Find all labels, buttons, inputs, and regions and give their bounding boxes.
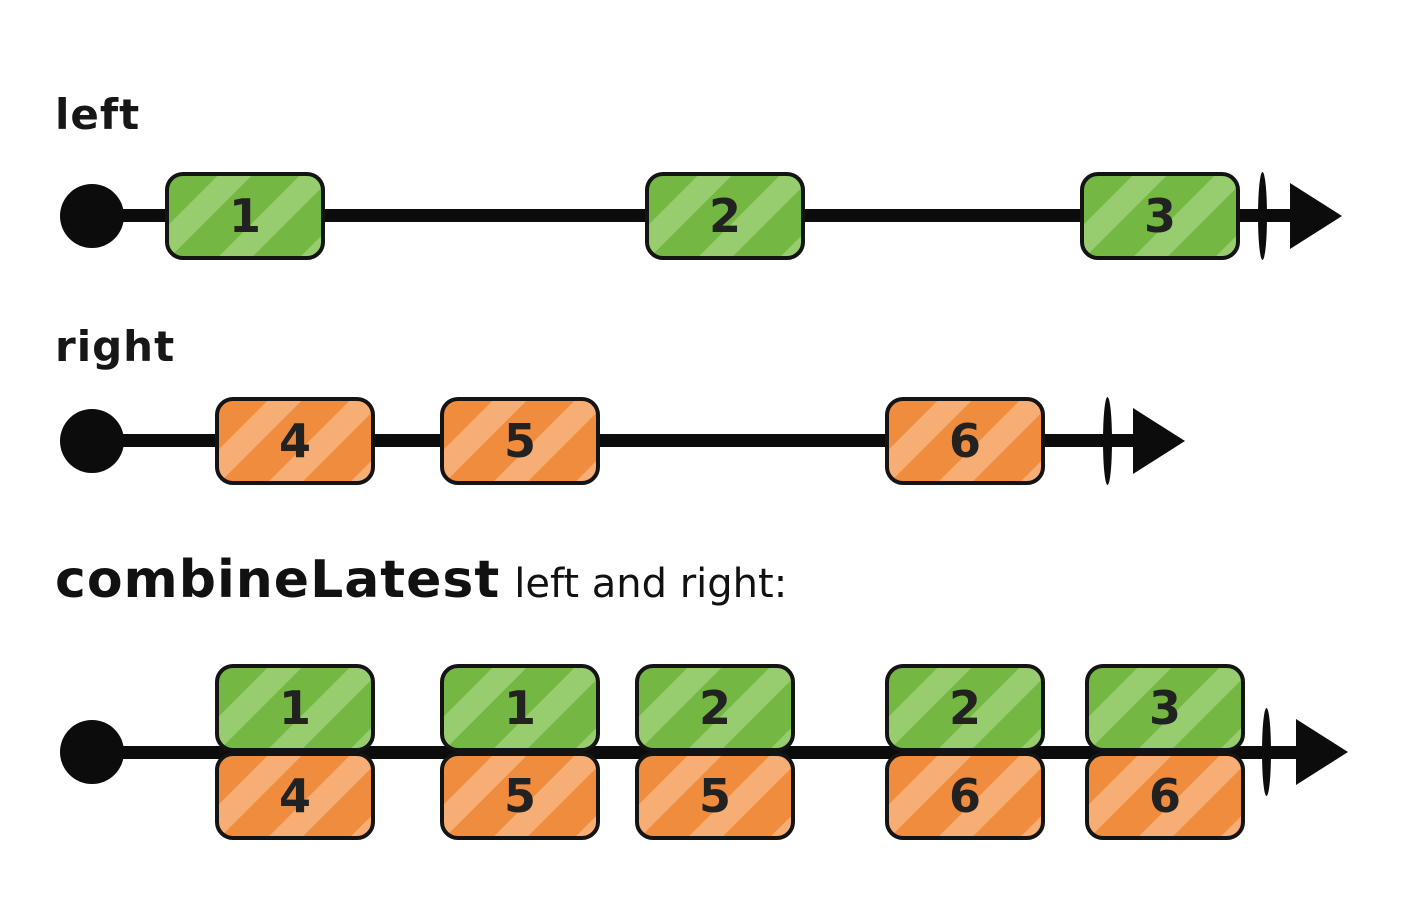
right-marble-5: 5 bbox=[440, 397, 600, 485]
operator-name: combineLatest bbox=[55, 550, 501, 610]
result-pair4-bottom-marble: 6 bbox=[885, 752, 1045, 840]
result-pair5-bottom-marble: 6 bbox=[1085, 752, 1245, 840]
left-complete-tick bbox=[1258, 172, 1267, 260]
right-stream-label: right bbox=[55, 322, 176, 371]
result-pair2-top-marble: 1 bbox=[440, 664, 600, 752]
right-arrow-icon bbox=[1133, 408, 1185, 474]
result-pair1-top-marble: 1 bbox=[215, 664, 375, 752]
result-start-dot bbox=[60, 720, 124, 784]
right-complete-tick bbox=[1103, 397, 1112, 485]
left-start-dot bbox=[60, 184, 124, 248]
right-marble-4: 4 bbox=[215, 397, 375, 485]
result-pair3-top-marble: 2 bbox=[635, 664, 795, 752]
result-complete-tick bbox=[1262, 708, 1271, 796]
right-marble-6: 6 bbox=[885, 397, 1045, 485]
result-pair3-bottom-marble: 5 bbox=[635, 752, 795, 840]
result-stream-label: combineLatest left and right: bbox=[55, 550, 787, 610]
left-marble-1: 1 bbox=[165, 172, 325, 260]
result-pair5-top-marble: 3 bbox=[1085, 664, 1245, 752]
left-arrow-icon bbox=[1290, 183, 1342, 249]
left-marble-2: 2 bbox=[645, 172, 805, 260]
result-pair4-top-marble: 2 bbox=[885, 664, 1045, 752]
result-pair2-bottom-marble: 5 bbox=[440, 752, 600, 840]
operator-description: left and right: bbox=[514, 561, 788, 607]
left-stream-label: left bbox=[55, 90, 141, 139]
result-arrow-icon bbox=[1296, 719, 1348, 785]
result-pair1-bottom-marble: 4 bbox=[215, 752, 375, 840]
left-marble-3: 3 bbox=[1080, 172, 1240, 260]
right-start-dot bbox=[60, 409, 124, 473]
